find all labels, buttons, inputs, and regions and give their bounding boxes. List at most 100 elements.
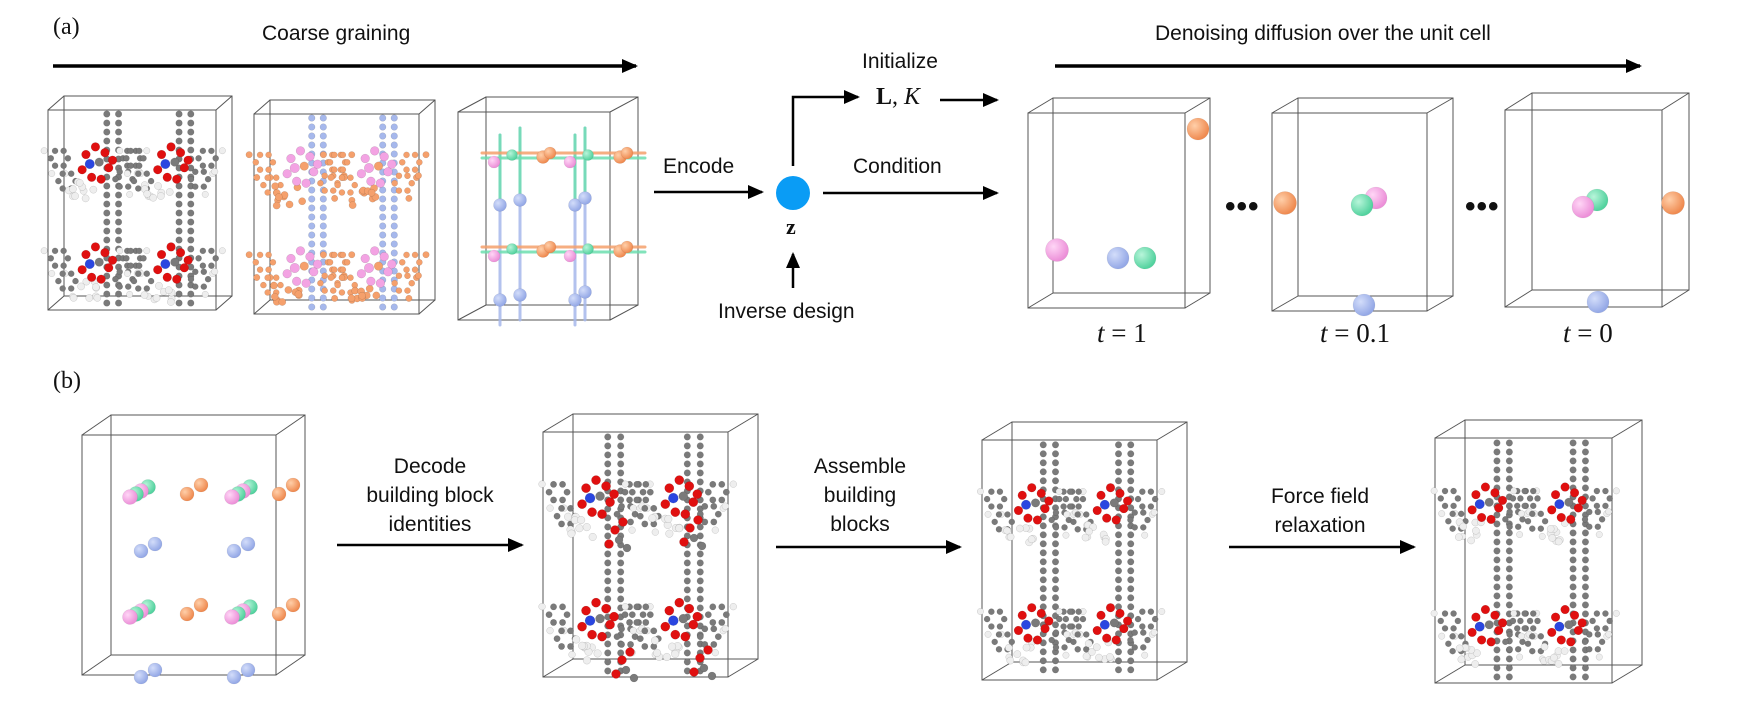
atom — [1013, 650, 1022, 659]
atom — [1497, 495, 1508, 505]
atom — [321, 172, 328, 180]
atom — [1131, 524, 1139, 531]
atom — [199, 262, 207, 269]
atom — [165, 188, 174, 196]
atom — [1039, 648, 1047, 656]
atom — [347, 174, 354, 181]
atom — [1036, 488, 1046, 499]
atom — [1127, 477, 1135, 485]
atom — [1051, 459, 1060, 467]
atom — [1612, 609, 1620, 617]
atom — [264, 274, 271, 281]
atom — [1066, 503, 1074, 510]
orange-building-block-sphere — [193, 477, 209, 493]
atom — [1449, 510, 1456, 518]
atom — [1516, 531, 1524, 539]
atom — [1505, 547, 1513, 555]
atom — [143, 270, 151, 277]
atom — [1529, 625, 1537, 632]
atom — [995, 646, 1003, 653]
atom — [319, 213, 327, 221]
atom — [187, 146, 195, 154]
atom — [1521, 487, 1528, 495]
cell-back-face — [1464, 419, 1643, 666]
atom — [1581, 673, 1589, 681]
atom — [135, 247, 143, 255]
atom — [308, 240, 316, 248]
atom — [143, 147, 151, 155]
atom — [1493, 439, 1501, 447]
atom — [1581, 516, 1589, 523]
atom — [696, 550, 704, 558]
atom — [1569, 565, 1577, 573]
atom — [265, 166, 272, 173]
atom — [348, 251, 356, 259]
encode-label: Encode — [663, 155, 735, 178]
green-building-block-sphere — [1350, 193, 1374, 217]
atom — [1139, 644, 1147, 651]
atom — [175, 147, 186, 158]
atom — [628, 488, 636, 496]
atom — [641, 520, 649, 528]
atom — [1505, 592, 1513, 600]
atom — [714, 633, 722, 641]
atom — [1593, 502, 1601, 510]
atom — [115, 218, 123, 226]
atom — [711, 526, 719, 534]
atom — [309, 167, 319, 177]
atom — [696, 469, 704, 477]
atom — [187, 128, 195, 136]
atom — [696, 568, 704, 576]
atom — [711, 649, 719, 657]
atom — [1092, 505, 1102, 516]
atom — [103, 227, 111, 235]
atom — [1529, 487, 1537, 495]
relax-label-line: relaxation — [1274, 514, 1366, 537]
atom — [391, 179, 398, 187]
atom — [1039, 450, 1047, 458]
atom — [618, 640, 625, 648]
atom — [55, 277, 62, 285]
atom — [339, 266, 347, 273]
atom — [1051, 450, 1060, 458]
atom — [1147, 488, 1155, 495]
atom — [1147, 623, 1155, 630]
atom — [1082, 652, 1091, 661]
atom — [367, 188, 376, 197]
atom — [295, 146, 306, 156]
atom — [1581, 601, 1589, 609]
orange-building-block-sphere — [620, 146, 634, 160]
atom — [187, 227, 195, 235]
atom — [1589, 617, 1596, 625]
atom — [1569, 538, 1577, 546]
atom — [47, 155, 55, 162]
lattice-separator: , — [892, 84, 905, 110]
atom — [701, 502, 709, 510]
green-building-block-sphere — [506, 243, 518, 255]
atom — [124, 183, 132, 190]
atom — [683, 640, 691, 648]
atom — [683, 433, 691, 441]
atom — [696, 478, 704, 486]
atom — [633, 480, 641, 488]
atom — [683, 442, 691, 450]
cell-front-face — [1271, 112, 1428, 312]
atom — [379, 204, 387, 212]
atom — [1032, 635, 1043, 645]
atom — [1585, 631, 1593, 638]
atom — [87, 172, 97, 182]
atom — [1534, 495, 1541, 502]
atom — [1139, 509, 1147, 516]
atom — [107, 155, 118, 165]
atom — [395, 272, 403, 280]
green-building-block-sphere — [582, 149, 594, 161]
atom — [179, 263, 189, 273]
atom — [199, 247, 207, 255]
atom — [1569, 610, 1580, 620]
orange-building-block-sphere — [1186, 117, 1210, 141]
atom — [617, 460, 625, 468]
atom — [558, 504, 565, 512]
atom — [405, 294, 413, 302]
cell-edge — [1156, 421, 1188, 441]
atom — [642, 496, 650, 504]
